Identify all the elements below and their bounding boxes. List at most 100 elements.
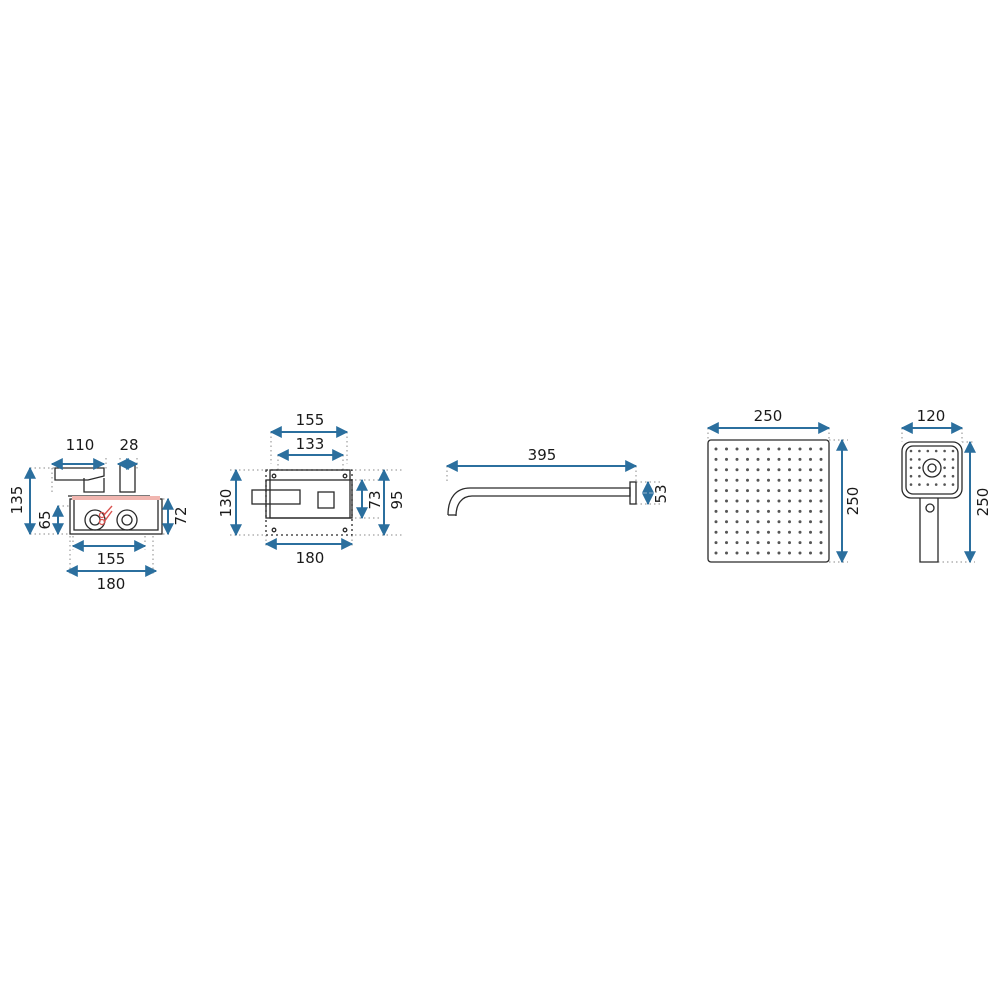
nozzle-dot — [809, 489, 812, 493]
hand-nozzle-dot — [943, 466, 946, 470]
nozzle-dot — [777, 499, 781, 503]
nozzle-dot — [746, 468, 749, 472]
label-front-180: 180 — [296, 549, 325, 567]
nozzle-dot — [809, 520, 812, 524]
nozzle-dot — [809, 457, 812, 461]
nozzle-dot — [767, 457, 770, 461]
hand-nozzle-dot — [918, 483, 921, 486]
nozzle-dot — [746, 499, 749, 503]
nozzle-dot — [798, 509, 802, 513]
nozzle-dot — [809, 530, 812, 534]
hand-nozzle-dot — [951, 458, 955, 461]
nozzle-dot — [798, 499, 802, 503]
nozzle-dot — [746, 447, 749, 451]
nozzle-dot — [756, 520, 760, 524]
nozzle-dot — [777, 468, 781, 472]
nozzle-dot — [756, 530, 760, 534]
nozzle-dot — [767, 499, 770, 503]
shower-head-nozzles — [714, 447, 823, 555]
label-hand-height: 250 — [974, 488, 992, 517]
nozzle-dot — [798, 520, 802, 524]
nozzle-dot — [819, 520, 823, 524]
nozzle-dot — [725, 468, 728, 472]
spout-view: 395 53 — [445, 446, 670, 517]
nozzle-dot — [788, 541, 791, 545]
nozzle-dot — [788, 530, 791, 534]
nozzle-dot — [798, 457, 802, 461]
label-head-height: 250 — [844, 487, 862, 516]
nozzle-dot — [788, 509, 791, 513]
nozzle-dot — [788, 520, 791, 524]
label-front-130: 130 — [217, 489, 235, 518]
hand-nozzle-dot — [951, 474, 955, 478]
nozzle-dot — [777, 541, 781, 545]
hand-nozzle-dot — [943, 449, 946, 453]
hand-nozzle-dot — [926, 449, 930, 453]
nozzle-dot — [798, 530, 802, 534]
nozzle-dot — [777, 530, 781, 534]
label-395: 395 — [528, 446, 557, 464]
nozzle-dot — [735, 520, 739, 524]
nozzle-dot — [819, 530, 823, 534]
label-155: 155 — [97, 550, 126, 568]
nozzle-dot — [767, 447, 770, 451]
hand-nozzle-dot — [909, 466, 913, 470]
nozzle-dot — [714, 499, 718, 503]
nozzle-dot — [746, 509, 749, 513]
mixer-front-view: 155 133 130 73 95 180 — [217, 411, 406, 567]
hand-nozzle-dot — [943, 483, 946, 486]
nozzle-dot — [725, 520, 728, 524]
nozzle-dot — [735, 551, 739, 555]
label-front-73: 73 — [366, 490, 384, 509]
hand-nozzle-dot — [943, 458, 946, 461]
spout-arm — [447, 481, 637, 517]
nozzle-dot — [746, 551, 749, 555]
nozzle-dot — [725, 457, 728, 461]
nozzle-dot — [767, 468, 770, 472]
nozzle-dot — [756, 447, 760, 451]
nozzle-dot — [809, 447, 812, 451]
nozzle-dot — [777, 489, 781, 493]
mixer-side-view: 110 28 135 65 72 155 180 — [8, 436, 190, 593]
nozzle-dot — [756, 499, 760, 503]
nozzle-dot — [735, 447, 739, 451]
label-53: 53 — [652, 484, 670, 503]
nozzle-dot — [809, 468, 812, 472]
mixer-body — [54, 463, 163, 535]
nozzle-dot — [756, 468, 760, 472]
shower-head-view: 250 250 — [706, 407, 862, 564]
nozzle-dot — [735, 478, 739, 482]
nozzle-dot — [735, 530, 739, 534]
nozzle-dot — [725, 499, 728, 503]
nozzle-dot — [714, 457, 718, 461]
nozzle-dot — [725, 489, 728, 493]
nozzle-dot — [788, 447, 791, 451]
nozzle-dot — [798, 541, 802, 545]
nozzle-dot — [746, 520, 749, 524]
nozzle-dot — [809, 499, 812, 503]
nozzle-dot — [756, 541, 760, 545]
nozzle-dot — [788, 551, 791, 555]
nozzle-dot — [788, 457, 791, 461]
nozzle-dot — [809, 478, 812, 482]
nozzle-dot — [714, 478, 718, 482]
hand-nozzle-dot — [951, 449, 955, 453]
label-hand-width: 120 — [917, 407, 946, 425]
nozzle-dot — [809, 551, 812, 555]
nozzle-dot — [767, 551, 770, 555]
nozzle-dot — [798, 551, 802, 555]
hand-nozzle-dot — [951, 483, 955, 486]
nozzle-dot — [777, 520, 781, 524]
hand-shower-nozzles — [909, 449, 955, 486]
nozzle-dot — [725, 551, 728, 555]
label-180: 180 — [97, 575, 126, 593]
nozzle-dot — [788, 489, 791, 493]
hand-nozzle-dot — [934, 449, 938, 453]
nozzle-dot — [798, 478, 802, 482]
label-28: 28 — [119, 436, 138, 454]
nozzle-dot — [735, 468, 739, 472]
nozzle-dot — [725, 447, 728, 451]
nozzle-dot — [735, 499, 739, 503]
nozzle-dot — [767, 489, 770, 493]
